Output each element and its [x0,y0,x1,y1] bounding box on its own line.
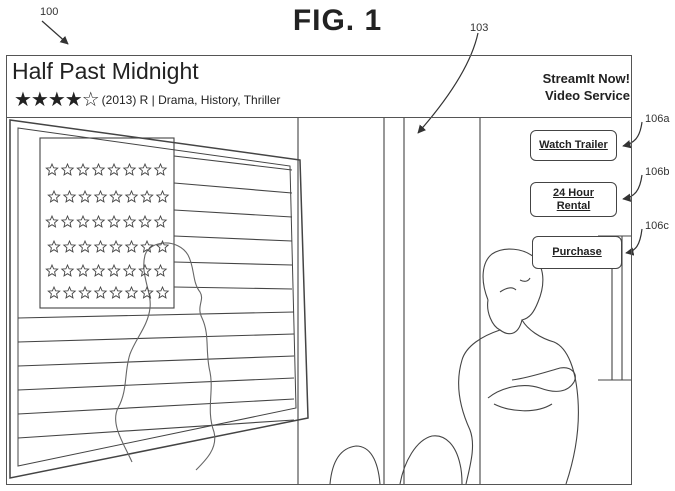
flag-star-icon [62,285,77,299]
flag-star-icon [140,189,154,203]
flag-star-icon [76,162,90,176]
flag-canton-stars [45,162,170,299]
flag-star-icon [78,239,92,253]
service-name: StreamIt Now! Video Service [490,70,630,104]
flag-star-icon [155,189,170,203]
flag-star-icon [91,263,106,277]
flag-star-icon [91,214,106,228]
flag-star-icon [107,263,121,277]
figure-title: FIG. 1 [292,4,383,37]
flag-star-icon [93,189,108,203]
header-divider [6,117,632,118]
flag-star-icon [140,239,154,253]
video-service-screen [6,55,632,485]
flag-star-icon [60,263,75,277]
rating-row: ★★★★☆ (2013) R | Drama, History, Thrille… [14,89,281,111]
leader-arrow-purchase [625,228,643,256]
flag-star-icon [62,239,77,253]
star-rating-icon: ★★★★☆ [14,89,100,111]
service-name-line2: Video Service [544,88,630,103]
flag-star-icon [78,189,92,203]
flag-star-icon [109,189,123,203]
rental-button-line2: Rental [556,199,591,212]
flag-star-icon [153,162,168,176]
flag-star-icon [124,189,139,203]
flag-star-icon [122,263,137,277]
flag-star-icon [124,285,139,299]
flag-star-icon [93,239,108,253]
flag-star-icon [153,214,168,228]
flag-star-icon [138,162,152,176]
flag-star-icon [60,214,75,228]
flag-star-icon [155,239,170,253]
leader-arrow-trailer [622,121,643,149]
flag-star-icon [60,162,75,176]
ref-label-screen: 103 [470,22,489,34]
flag-star-icon [91,162,106,176]
flag-star-icon [78,285,92,299]
flag-star-icon [47,285,61,299]
ref-label-trailer: 106a [645,113,670,125]
flag-star-icon [124,239,139,253]
ref-label-device: 100 [40,6,59,18]
service-name-line1: StreamIt Now! [542,71,630,86]
flag-star-icon [122,214,137,228]
ref-label-purchase: 106c [645,220,669,232]
flag-star-icon [47,189,61,203]
movie-title: Half Past Midnight [12,58,199,84]
flag-star-icon [122,162,137,176]
flag-star-icon [138,214,152,228]
flag-star-icon [107,214,121,228]
flag-star-icon [109,239,123,253]
watch-trailer-button[interactable]: Watch Trailer [530,130,617,161]
flag-star-icon [62,189,77,203]
flag-star-icon [109,285,123,299]
purchase-button[interactable]: Purchase [532,236,622,269]
flag-star-icon [93,285,108,299]
flag-star-icon [153,263,168,277]
rental-button-line1: 24 Hour [553,186,594,199]
flag-star-icon [76,263,90,277]
flag-star-icon [76,214,90,228]
flag-star-icon [45,263,59,277]
leader-arrow-screen [417,32,479,134]
leader-arrow-device [41,20,69,45]
flag-star-icon [45,162,59,176]
flag-star-icon [47,239,61,253]
ref-label-rental: 106b [645,166,670,178]
flag-star-icon [107,162,121,176]
rental-button[interactable]: 24 Hour Rental [530,182,617,217]
flag-star-icon [138,263,152,277]
movie-meta: (2013) R | Drama, History, Thriller [101,93,281,107]
flag-star-icon [45,214,59,228]
leader-arrow-rental [622,174,643,202]
flag-star-icon [155,285,170,299]
flag-star-icon [140,285,154,299]
